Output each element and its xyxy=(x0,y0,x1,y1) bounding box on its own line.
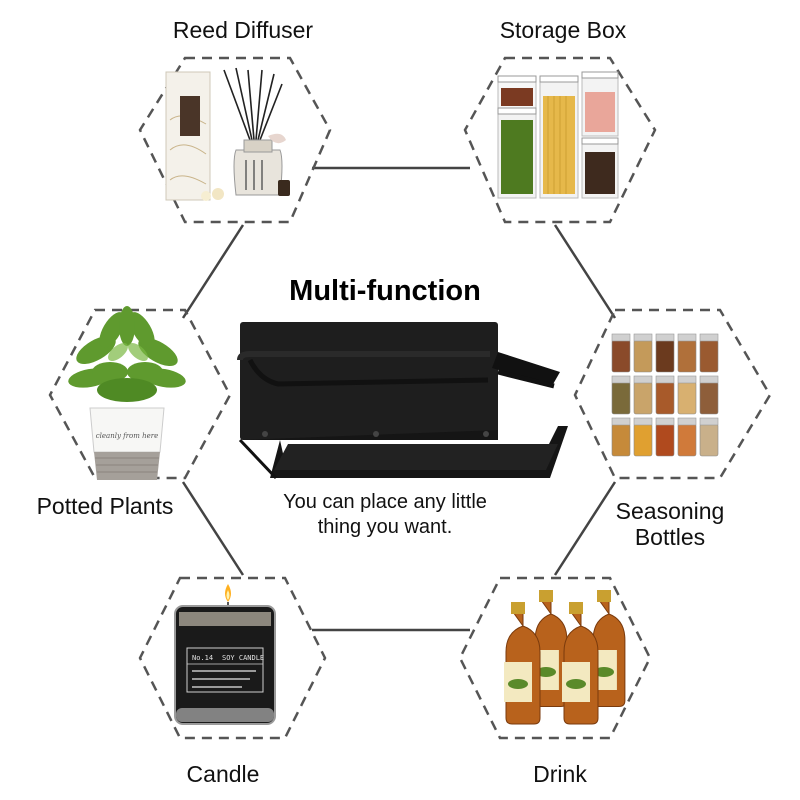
label-potted-plants: Potted Plants xyxy=(36,493,174,519)
connector-lines xyxy=(181,166,617,632)
connector-upper-left xyxy=(181,224,245,319)
hexagon-potted-plants xyxy=(48,308,232,480)
plant-pot-text: cleanly from here xyxy=(96,432,159,440)
drink-bottle-cap xyxy=(569,602,583,614)
drink-bottle-cap xyxy=(511,602,525,614)
connector-upper-right xyxy=(553,224,617,319)
spice-jar xyxy=(611,381,631,415)
hexagon-storage-box xyxy=(463,56,657,224)
spice-jar-cap xyxy=(699,417,719,426)
drink-label-leaf xyxy=(508,679,528,689)
seasoning-bottles-image xyxy=(611,333,719,457)
spice-jar-cap xyxy=(655,417,675,426)
candle-brand-text: No.14 xyxy=(192,654,213,662)
spice-jar xyxy=(655,339,675,373)
label-seasoning: Seasoning xyxy=(615,498,725,524)
candle-scent-text: SOY CANDLE xyxy=(222,654,264,662)
description: You can place any little thing you want. xyxy=(240,490,530,540)
reed-diffuser-image xyxy=(165,67,290,201)
drink-bottle-cap xyxy=(597,590,611,602)
spice-jar-cap xyxy=(633,333,653,342)
hexagon-reed-diffuser xyxy=(138,56,332,224)
spice-jar-cap xyxy=(677,375,697,384)
spice-jar-cap xyxy=(699,333,719,342)
spice-jar-cap xyxy=(699,375,719,384)
label-storage-box: Storage Box xyxy=(499,17,627,43)
drink-label-leaf xyxy=(536,667,556,677)
drink-label-leaf xyxy=(566,679,586,689)
spice-jar xyxy=(633,339,653,373)
candle-image: No.14 SOY CANDLE xyxy=(174,584,276,725)
spice-jar-cap xyxy=(611,333,631,342)
spice-jar xyxy=(699,339,719,373)
connector-lower-left xyxy=(181,481,245,576)
spice-jar xyxy=(633,423,653,457)
hexagon-candle xyxy=(138,576,327,740)
spice-jar xyxy=(699,381,719,415)
hexagon-drink xyxy=(458,576,652,740)
potted-plant-image: cleanly from here xyxy=(68,306,186,480)
connector-lower-right xyxy=(553,481,617,576)
spice-jar xyxy=(699,423,719,457)
label-bottles: Bottles xyxy=(634,524,706,550)
label-reed-diffuser: Reed Diffuser xyxy=(172,17,314,43)
spice-jar xyxy=(611,339,631,373)
hexagon-seasoning-bottles xyxy=(573,308,772,480)
spice-jar-cap xyxy=(677,417,697,426)
description-line-1: You can place any little xyxy=(283,491,487,513)
spice-jar xyxy=(633,381,653,415)
rack-image xyxy=(237,322,568,480)
drink-label-leaf xyxy=(594,667,614,677)
spice-jar xyxy=(655,423,675,457)
hexagon-frames xyxy=(48,56,772,740)
spice-jar xyxy=(677,423,697,457)
label-drink: Drink xyxy=(533,761,587,787)
spice-jar-cap xyxy=(677,333,697,342)
spice-jar xyxy=(677,381,697,415)
description-line-2: thing you want. xyxy=(317,516,453,538)
page-title: Multi-function xyxy=(289,275,481,307)
spice-jar-cap xyxy=(633,375,653,384)
spice-jar-cap xyxy=(655,375,675,384)
spice-jar-cap xyxy=(611,375,631,384)
drink-image xyxy=(504,590,626,725)
spice-jar-cap xyxy=(655,333,675,342)
spice-jar xyxy=(655,381,675,415)
spice-jar-cap xyxy=(611,417,631,426)
spice-jar xyxy=(611,423,631,457)
drink-bottle-cap xyxy=(539,590,553,602)
storage-box-image xyxy=(497,71,619,199)
spice-jar xyxy=(677,339,697,373)
label-candle: Candle xyxy=(186,761,260,787)
spice-jar-cap xyxy=(633,417,653,426)
